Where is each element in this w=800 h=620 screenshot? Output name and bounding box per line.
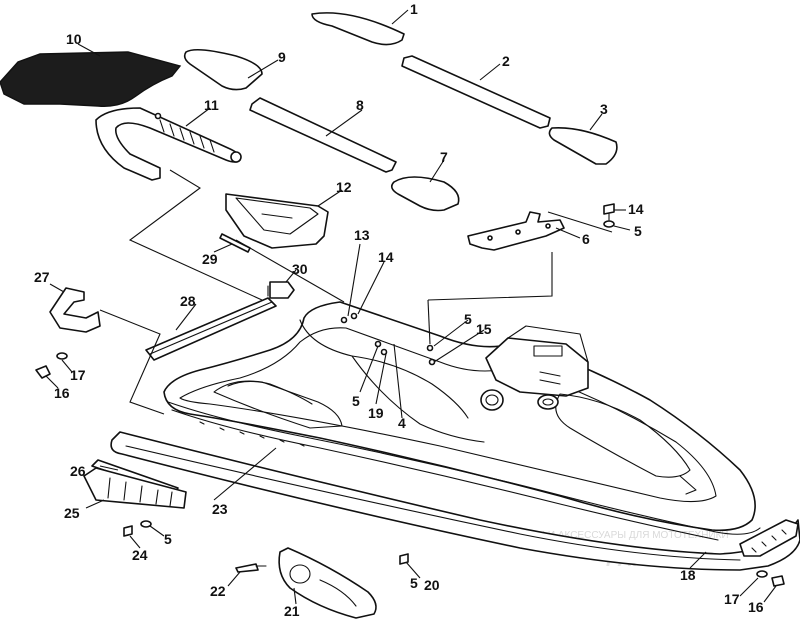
callout-5-left: 5 (164, 531, 172, 547)
callout-4: 4 (398, 415, 406, 431)
callout-19: 19 (368, 405, 384, 421)
callout-14-bracket: 14 (628, 201, 644, 217)
fastener-14-screw (603, 203, 615, 221)
part-30-plug (267, 281, 295, 299)
part-12-storage-bin (225, 193, 329, 249)
fastener-24-screw (123, 525, 133, 537)
callout-27: 27 (34, 269, 50, 285)
callout-24: 24 (132, 547, 148, 563)
callout-26: 26 (70, 463, 86, 479)
watercraft-hull (110, 301, 800, 571)
fastener-17-washer-left (56, 352, 68, 360)
callout-labels: 1 2 3 4 5 5 5 5 5 6 7 8 9 10 11 12 13 14… (34, 1, 764, 619)
part-8-pad (249, 97, 397, 173)
watermark-caption: ЗАПЧАСТИ И АКСЕССУАРЫ ДЛЯ МОТОТЕХНИКИ (492, 530, 729, 541)
callout-1: 1 (410, 1, 418, 17)
callout-11: 11 (204, 97, 219, 113)
callout-16-right: 16 (748, 599, 764, 615)
callout-22: 22 (210, 583, 226, 599)
callout-17-left: 17 (70, 367, 86, 383)
callout-5-deck-a: 5 (464, 311, 472, 327)
part-7-pad (390, 176, 460, 212)
part-21-vent-cover (278, 547, 377, 619)
callout-23: 23 (212, 501, 228, 517)
callout-25: 25 (64, 505, 80, 521)
part-25-strake (83, 467, 187, 509)
fastener-5-washer (603, 220, 615, 228)
callout-8: 8 (356, 97, 364, 113)
part-3-pad (548, 126, 618, 165)
fastener-17-washer-right (756, 570, 768, 578)
leader-lines (45, 9, 777, 605)
part-11-handle (95, 107, 242, 181)
part-9-pad (183, 48, 263, 91)
callout-29: 29 (202, 251, 218, 267)
console-pedestal (485, 325, 589, 397)
callout-18: 18 (680, 567, 696, 583)
callout-30: 30 (292, 261, 308, 277)
part-28-rail (145, 297, 277, 361)
part-27-bracket (49, 287, 101, 333)
filler-cap-left (480, 389, 504, 411)
callout-17-right: 17 (724, 591, 740, 607)
callout-15: 15 (476, 321, 492, 337)
callout-5-deck-b: 5 (352, 393, 360, 409)
part-22-pin (235, 563, 267, 573)
callout-3: 3 (600, 101, 608, 117)
callout-5-bracket: 5 (634, 223, 642, 239)
fastener-5-washer-bottom-left (140, 520, 152, 528)
callout-6: 6 (582, 231, 590, 247)
front-hood (555, 393, 697, 495)
callout-20: 20 (424, 577, 440, 593)
callout-10: 10 (66, 31, 82, 47)
callout-5-bottom: 5 (410, 575, 418, 591)
fastener-16-nut-right (771, 575, 785, 587)
callout-14-deck: 14 (378, 249, 394, 265)
callout-21: 21 (284, 603, 300, 619)
part-2-pad (401, 55, 551, 129)
callout-12: 12 (336, 179, 352, 195)
callout-13: 13 (354, 227, 370, 243)
fastener-16-nut-left (35, 365, 51, 379)
callout-2: 2 (502, 53, 510, 69)
part-1-pad (311, 12, 405, 46)
callout-28: 28 (180, 293, 196, 309)
part-10-mat (0, 51, 182, 107)
part-6-bracket (467, 211, 565, 251)
part-29-latch (219, 233, 251, 253)
callout-9: 9 (278, 49, 286, 65)
filler-cap-right (537, 394, 559, 410)
callout-7: 7 (440, 149, 448, 165)
fastener-5-screw-bottom (399, 553, 409, 565)
callout-16-left: 16 (54, 385, 70, 401)
